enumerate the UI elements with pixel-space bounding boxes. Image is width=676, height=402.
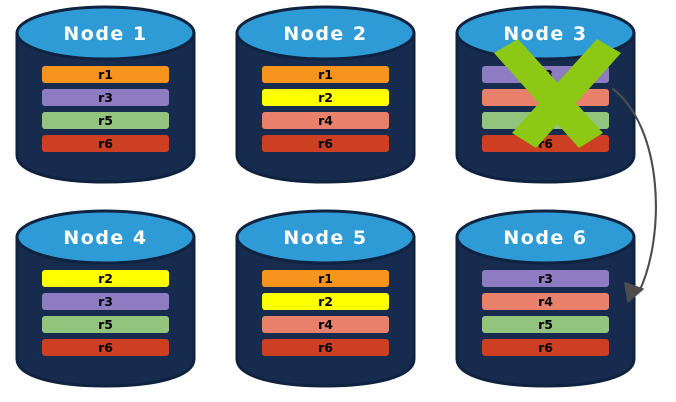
record-list: r1 r2 r4 r6 bbox=[262, 270, 389, 362]
record-list: r1 r3 r5 r6 bbox=[42, 66, 169, 158]
cylinder-top-ellipse bbox=[235, 209, 416, 265]
record-list: r3 r4 r5 r6 bbox=[482, 270, 609, 362]
record-list: r1 r2 r4 r6 bbox=[262, 66, 389, 158]
record-bar[interactable]: r6 bbox=[482, 135, 609, 152]
record-bar[interactable]: r2 bbox=[262, 293, 389, 310]
record-bar[interactable]: r4 bbox=[262, 316, 389, 333]
cylinder-top-ellipse bbox=[235, 5, 416, 61]
cylinder-top-ellipse bbox=[15, 5, 196, 61]
record-bar[interactable]: r3 bbox=[482, 66, 609, 83]
record-bar[interactable]: r4 bbox=[482, 293, 609, 310]
cylinder-top-ellipse bbox=[15, 209, 196, 265]
record-bar[interactable]: r1 bbox=[262, 66, 389, 83]
cylinder-top-ellipse bbox=[455, 5, 636, 61]
record-bar[interactable]: r1 bbox=[42, 66, 169, 83]
record-bar[interactable]: r5 bbox=[42, 316, 169, 333]
record-bar[interactable]: r6 bbox=[42, 339, 169, 356]
record-bar[interactable]: r3 bbox=[42, 293, 169, 310]
record-bar[interactable]: r6 bbox=[262, 339, 389, 356]
record-bar[interactable]: r3 bbox=[42, 89, 169, 106]
record-bar[interactable]: r5 bbox=[482, 316, 609, 333]
record-bar[interactable]: r4 bbox=[262, 112, 389, 129]
record-bar[interactable]: r6 bbox=[482, 339, 609, 356]
record-bar[interactable]: r5 bbox=[482, 112, 609, 129]
record-bar[interactable]: r3 bbox=[482, 270, 609, 287]
record-bar[interactable]: r4 bbox=[482, 89, 609, 106]
record-bar[interactable]: r5 bbox=[42, 112, 169, 129]
record-list: r3 r4 r5 r6 bbox=[482, 66, 609, 158]
record-bar[interactable]: r1 bbox=[262, 270, 389, 287]
record-bar[interactable]: r2 bbox=[42, 270, 169, 287]
record-list: r2 r3 r5 r6 bbox=[42, 270, 169, 362]
cylinder-top-ellipse bbox=[455, 209, 636, 265]
record-bar[interactable]: r6 bbox=[42, 135, 169, 152]
record-bar[interactable]: r2 bbox=[262, 89, 389, 106]
record-bar[interactable]: r6 bbox=[262, 135, 389, 152]
